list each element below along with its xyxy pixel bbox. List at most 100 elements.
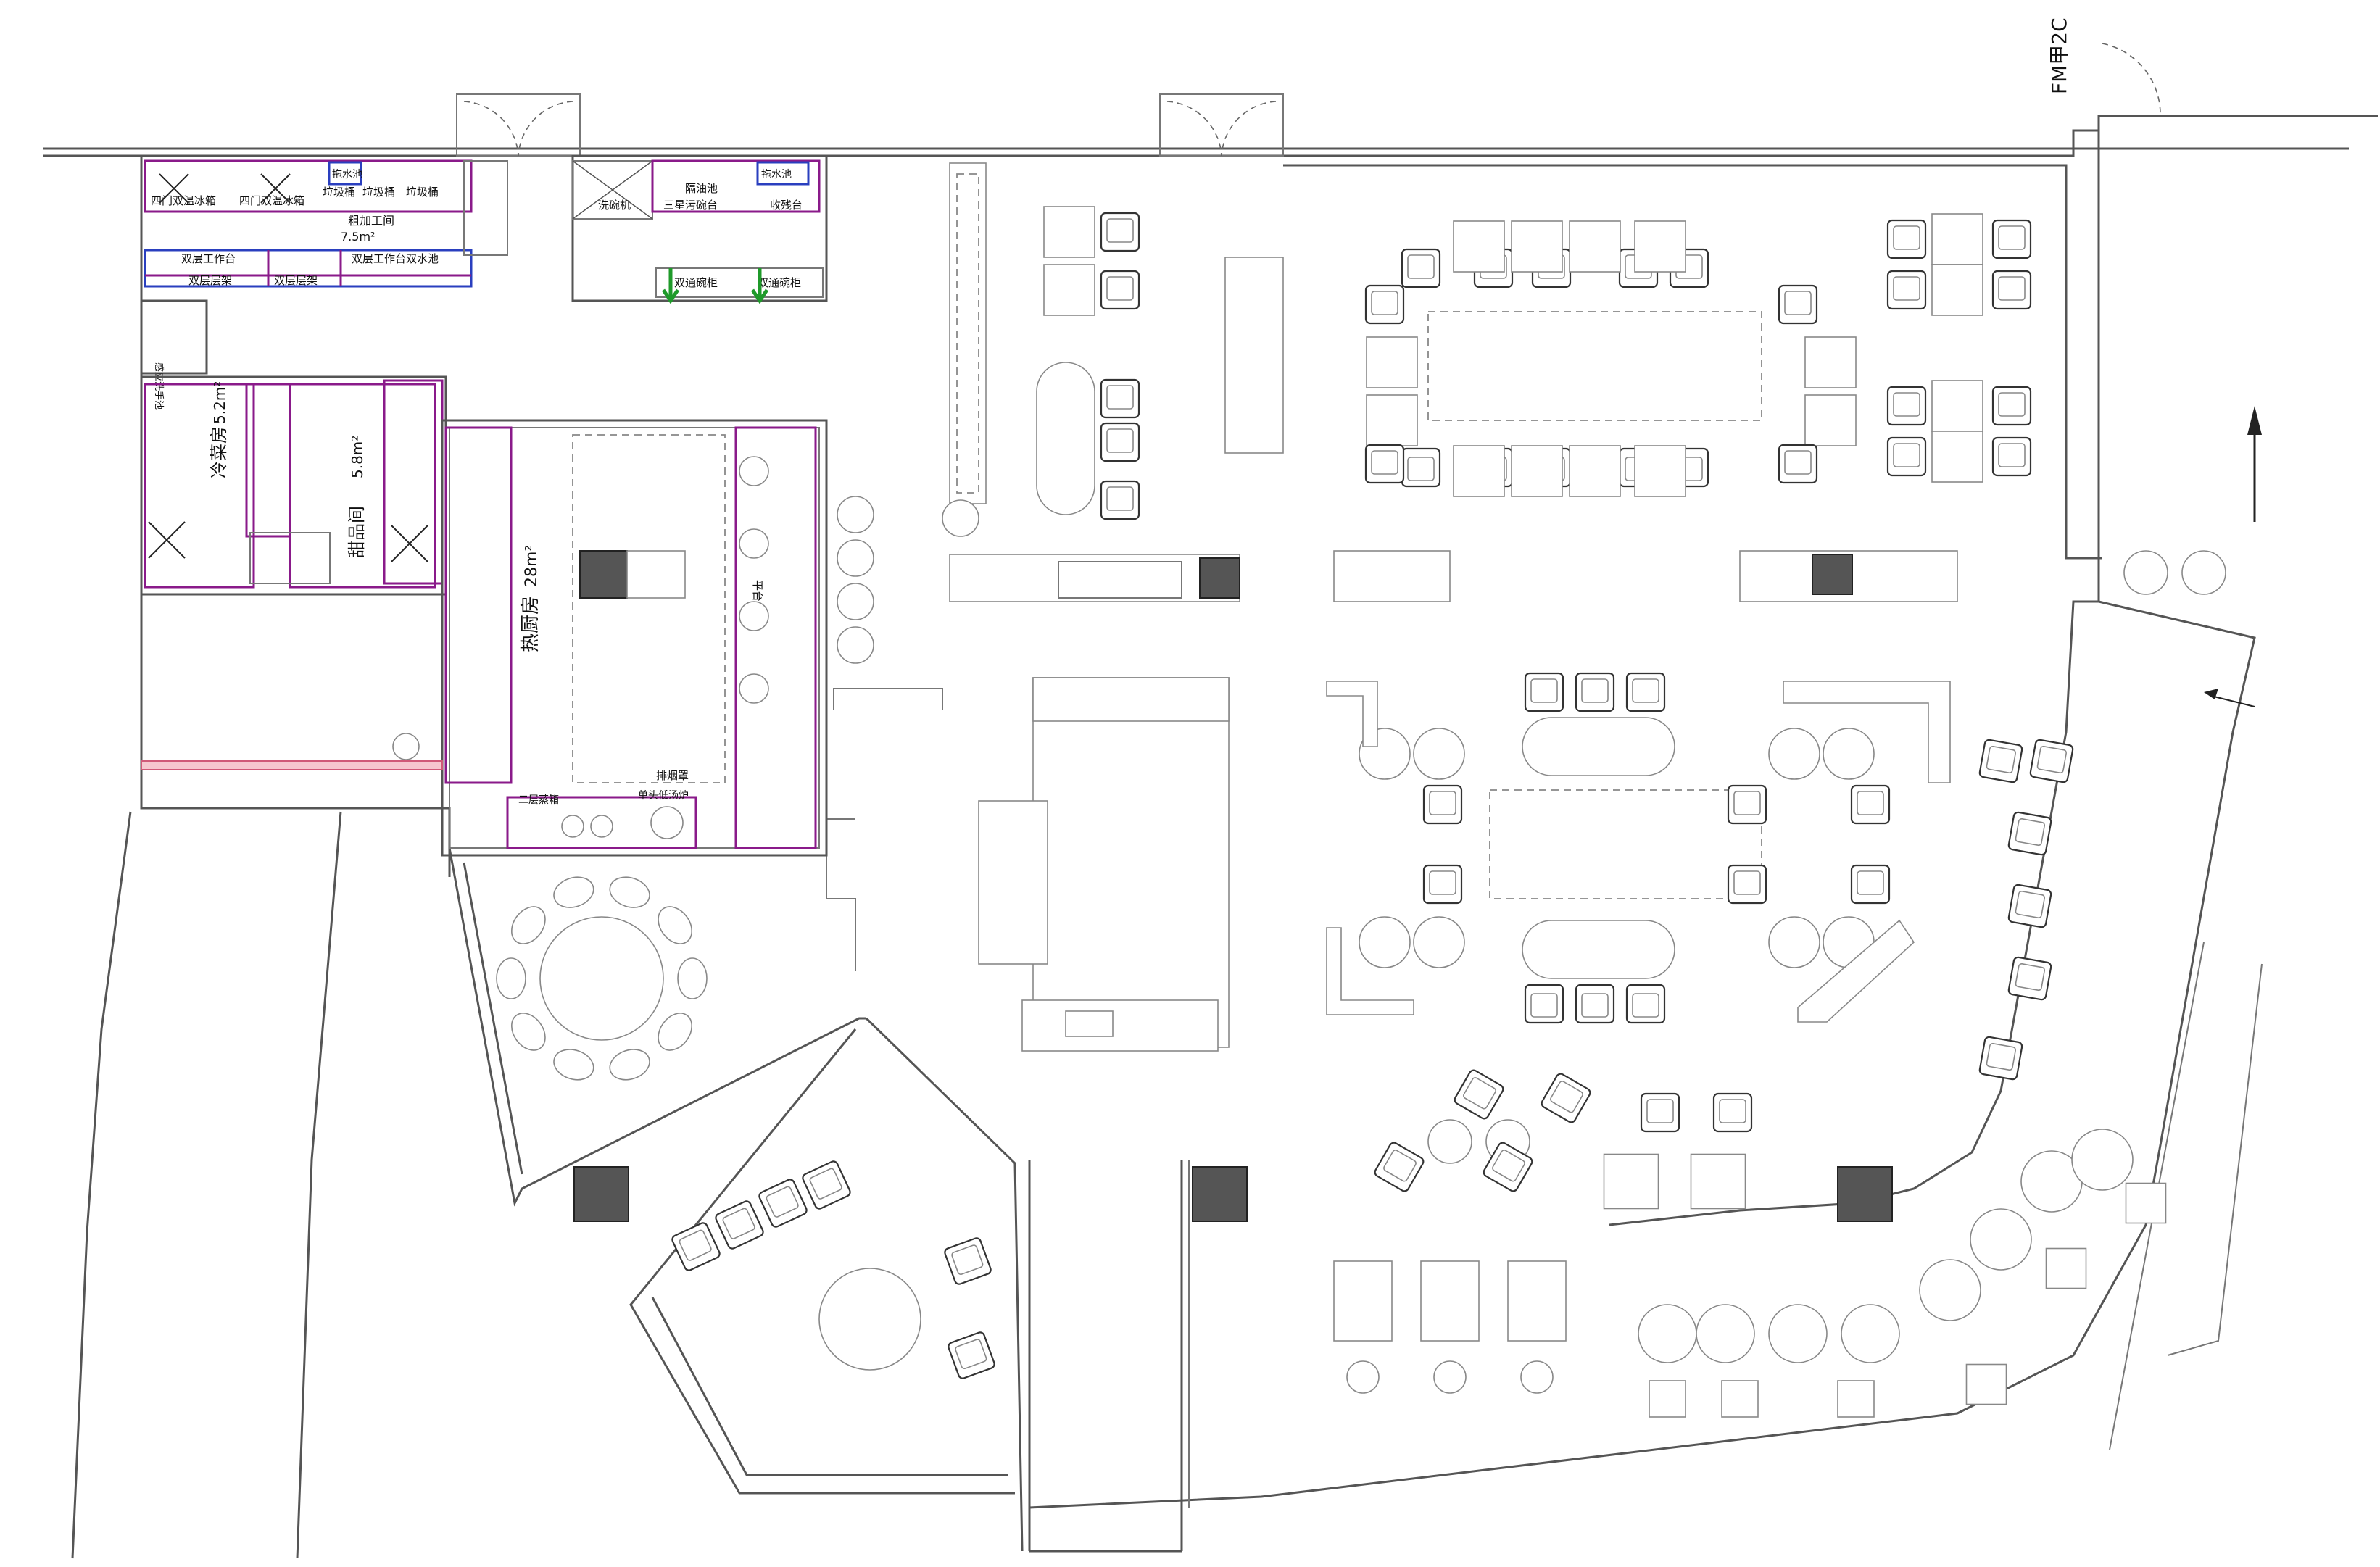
chair	[1364, 444, 1405, 484]
chair	[1575, 672, 1615, 712]
chair	[658, 906, 693, 944]
chair	[510, 1013, 546, 1051]
table	[1690, 1153, 1746, 1210]
table	[1837, 1380, 1875, 1418]
table	[2045, 1247, 2087, 1289]
table	[1965, 1363, 2007, 1405]
chair	[1454, 1069, 1504, 1120]
chair	[553, 1049, 594, 1081]
chair	[2007, 811, 2052, 856]
chair	[1524, 984, 1564, 1024]
table	[818, 1268, 921, 1371]
shelf-label: 双层层架	[274, 274, 318, 287]
table	[1931, 213, 1983, 265]
chair	[1364, 284, 1405, 325]
trash-label: 垃圾桶	[323, 186, 355, 199]
table	[1569, 445, 1621, 497]
chair	[1991, 436, 2032, 477]
room-area: 5.8m²	[349, 436, 366, 478]
chair	[2007, 884, 2052, 928]
long-table	[1427, 311, 1762, 421]
vent-shaft	[1199, 557, 1240, 599]
chair	[1625, 984, 1666, 1024]
mop-pool-label: 拖水池	[332, 169, 362, 180]
table	[1043, 264, 1095, 316]
chair	[1100, 270, 1140, 310]
chair	[1625, 672, 1666, 712]
chair	[1850, 784, 1891, 825]
griddle-label: 平台	[751, 580, 764, 602]
counter	[1224, 257, 1284, 454]
dishwash-room: 洗碗机 隔油池 三星污碗台 拖水池 收残台 双通碗柜 双通碗柜	[571, 154, 828, 304]
arrow-icon	[661, 268, 680, 304]
table	[1634, 220, 1686, 273]
chair	[1978, 739, 2023, 784]
north-arrow-icon	[2247, 406, 2262, 522]
chair	[1575, 984, 1615, 1024]
mop-pool-label: 拖水池	[761, 169, 792, 180]
chair	[1422, 784, 1463, 825]
room-name: 甜品间	[347, 506, 367, 558]
chair	[758, 1179, 808, 1228]
table	[2125, 1182, 2167, 1224]
plant-icon	[942, 499, 979, 537]
rough-processing-room: 四门双温冰箱 四门双温冰箱 垃圾桶 垃圾桶 垃圾桶 拖水池 粗加工间 7.5m²…	[144, 159, 508, 288]
table	[1366, 336, 1418, 388]
table	[1823, 728, 1875, 780]
dining-furniture	[496, 206, 2226, 1418]
collect-label: 收残台	[770, 199, 803, 212]
table	[1931, 431, 1983, 483]
chair	[1483, 1142, 1533, 1192]
service-counters	[942, 162, 1240, 1052]
sofa	[1326, 927, 1414, 1015]
trash-label: 垃圾桶	[406, 186, 439, 199]
chair	[1541, 1073, 1591, 1123]
table	[2181, 550, 2226, 595]
dishwasher-label: 洗碗机	[598, 199, 631, 212]
trash-label: 垃圾桶	[362, 186, 395, 199]
chair	[1100, 378, 1140, 419]
top-doors	[456, 43, 2161, 157]
table	[1453, 220, 1505, 273]
chair	[1401, 248, 1441, 288]
table	[1359, 916, 1411, 968]
table	[1413, 916, 1465, 968]
hot-kitchen: 热厨房 28m² 排烟罩 二层蒸箱 单头低汤炉 平台	[141, 419, 874, 857]
fridge-label: 四门双温冰箱	[239, 194, 304, 207]
chair	[1850, 864, 1891, 905]
chair	[715, 1200, 764, 1250]
table	[1569, 220, 1621, 273]
chair	[1712, 1092, 1753, 1133]
chair	[677, 957, 708, 999]
table	[1768, 728, 1820, 780]
kitchen-burners	[561, 456, 769, 839]
chair	[1886, 436, 1927, 477]
sofa	[1783, 681, 1951, 784]
stove-label: 单头低汤炉	[638, 790, 689, 802]
booth-table	[1522, 717, 1675, 776]
room-area: 7.5m²	[341, 230, 375, 244]
bar-station	[1507, 1260, 1567, 1342]
chair	[802, 1160, 851, 1210]
chair	[1991, 270, 2032, 310]
cabinet-label: 双通碗柜	[758, 276, 801, 289]
shelf-label: 双层层架	[188, 274, 232, 287]
table	[1638, 1304, 1697, 1363]
stove-label: 二层蒸箱	[518, 794, 559, 806]
table	[1413, 728, 1465, 780]
table	[1804, 394, 1857, 446]
table	[1649, 1380, 1686, 1418]
table	[1520, 1360, 1554, 1394]
table	[1931, 380, 1983, 432]
chair	[1727, 864, 1767, 905]
chair	[1886, 219, 1927, 259]
room-name: 冷菜房	[209, 426, 229, 478]
chair	[1886, 386, 1927, 426]
table	[1768, 1304, 1828, 1363]
outer-walls	[43, 115, 2378, 1559]
chair	[2029, 739, 2074, 784]
chair	[1991, 219, 2032, 259]
chair	[1100, 212, 1140, 252]
table	[1919, 1259, 1981, 1321]
chair	[944, 1237, 992, 1285]
